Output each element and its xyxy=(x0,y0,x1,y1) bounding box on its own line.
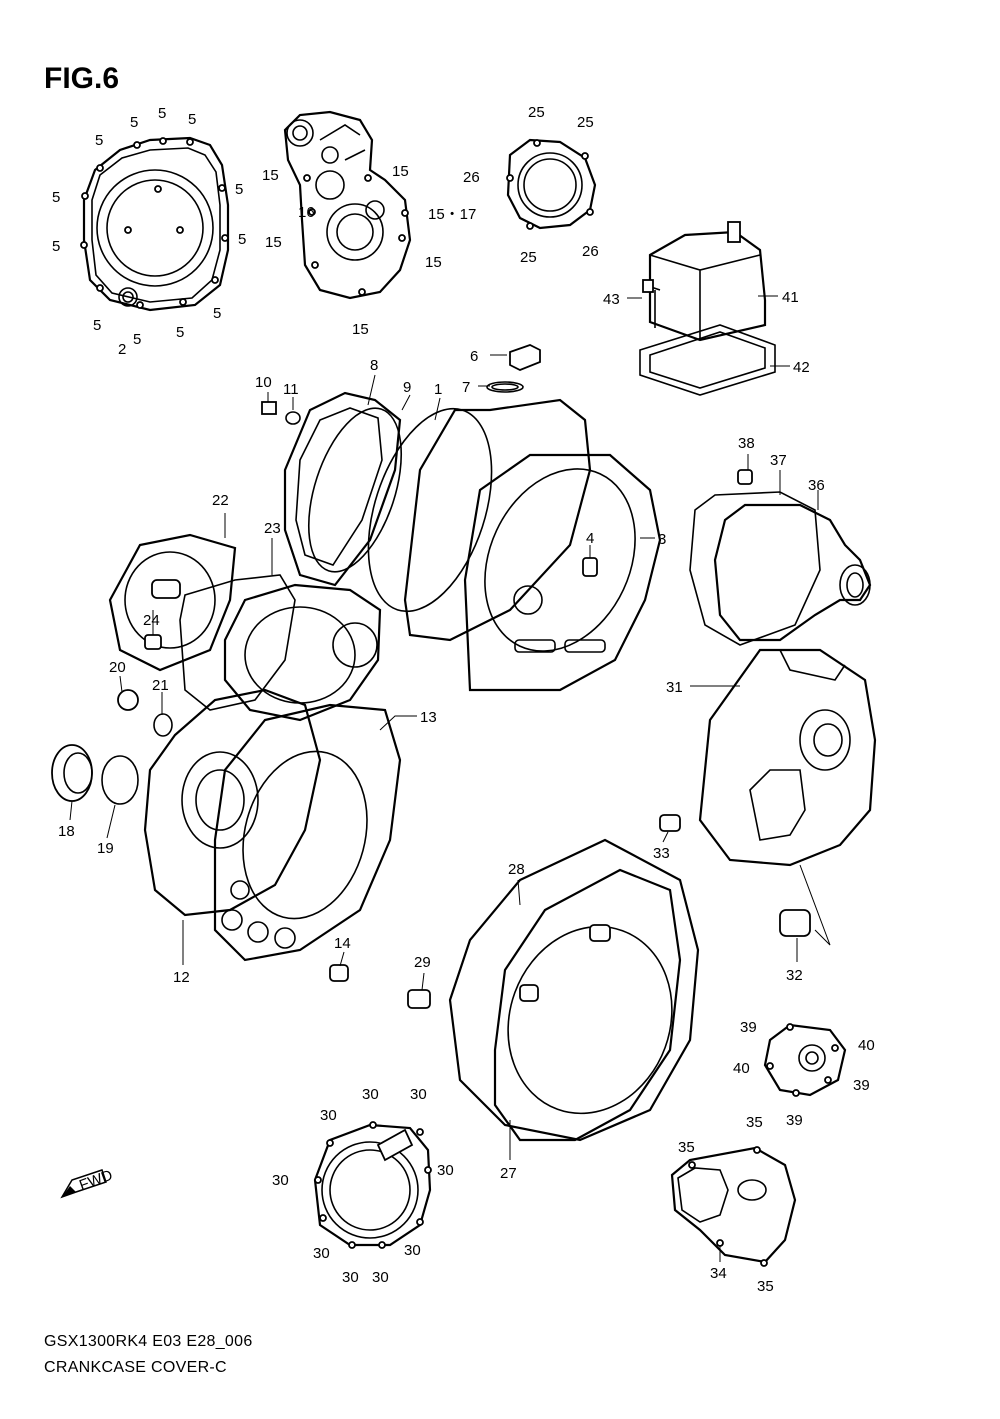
part-label-1: 1 xyxy=(434,381,442,398)
part-label-30: 30 xyxy=(404,1242,421,1259)
part-label-5: 5 xyxy=(238,231,246,248)
part-label-31: 31 xyxy=(666,679,683,696)
part-label-40: 40 xyxy=(858,1037,875,1054)
oil-filler-cap-drawing xyxy=(486,344,541,393)
part-label-30: 30 xyxy=(342,1269,359,1286)
generator-cover-27-drawing xyxy=(407,838,700,1142)
part-label-42: 42 xyxy=(793,359,810,376)
water-pump-cover-drawing xyxy=(689,469,872,646)
part-label-25: 25 xyxy=(577,114,594,131)
part-label-34: 34 xyxy=(710,1265,727,1282)
fwd-arrow-icon: FWD xyxy=(60,1167,115,1199)
part-label-37: 37 xyxy=(770,452,787,469)
part-label-2: 2 xyxy=(118,341,126,358)
part-label-5: 5 xyxy=(188,111,196,128)
crankcase-cover-12-drawing xyxy=(143,688,402,982)
part-label-15: 15 xyxy=(262,167,279,184)
bolt-washer-drawing xyxy=(261,401,301,425)
part-label-33: 33 xyxy=(653,845,670,862)
sensor-cover-drawing xyxy=(763,1023,847,1097)
part-label-43: 43 xyxy=(603,291,620,308)
part-label-30: 30 xyxy=(410,1086,427,1103)
clutch-cover-drawing xyxy=(80,136,230,312)
model-code-label: GSX1300RK4 E03 E28_006 xyxy=(44,1333,253,1350)
part-label-15-17: 15・17 xyxy=(428,206,476,223)
generator-cover-drawing xyxy=(283,110,412,300)
part-label-5: 5 xyxy=(130,114,138,131)
part-label-30: 30 xyxy=(313,1245,330,1262)
part-label-35: 35 xyxy=(746,1114,763,1131)
oil-seals-drawing xyxy=(51,689,173,805)
part-label-25: 25 xyxy=(528,104,545,121)
part-label-32: 32 xyxy=(786,967,803,984)
part-label-26: 26 xyxy=(582,243,599,260)
part-label-29: 29 xyxy=(414,954,431,971)
part-label-23: 23 xyxy=(264,520,281,537)
part-label-19: 19 xyxy=(97,840,114,857)
part-label-5: 5 xyxy=(213,305,221,322)
part-label-39: 39 xyxy=(786,1112,803,1129)
part-label-39: 39 xyxy=(740,1019,757,1036)
part-label-9: 9 xyxy=(403,379,411,396)
part-label-36: 36 xyxy=(808,477,825,494)
part-label-13: 13 xyxy=(420,709,437,726)
part-label-41: 41 xyxy=(782,289,799,306)
figure-title: FIG.6 xyxy=(44,62,120,95)
part-label-22: 22 xyxy=(212,492,229,509)
part-label-16: 16 xyxy=(298,204,315,221)
part-label-30: 30 xyxy=(372,1269,389,1286)
part-label-5: 5 xyxy=(52,189,60,206)
part-label-5: 5 xyxy=(52,238,60,255)
small-cover-drawing xyxy=(506,138,597,230)
part-label-30: 30 xyxy=(362,1086,379,1103)
part-label-10: 10 xyxy=(255,374,272,391)
breather-cover-drawing xyxy=(639,221,776,396)
part-label-5: 5 xyxy=(235,181,243,198)
part-label-4: 4 xyxy=(586,530,594,547)
part-label-35: 35 xyxy=(678,1139,695,1156)
part-label-14: 14 xyxy=(334,935,351,952)
leader-lines xyxy=(69,295,819,1262)
part-label-30: 30 xyxy=(437,1162,454,1179)
part-label-12: 12 xyxy=(173,969,190,986)
part-label-39: 39 xyxy=(853,1077,870,1094)
part-label-5: 5 xyxy=(158,105,166,122)
part-label-40: 40 xyxy=(733,1060,750,1077)
pump-cover-group-drawing xyxy=(108,533,382,722)
part-label-5: 5 xyxy=(95,132,103,149)
cover-34-35-drawing xyxy=(670,1146,797,1267)
part-label-5: 5 xyxy=(176,324,184,341)
part-label-5: 5 xyxy=(133,331,141,348)
section-name-label: CRANKCASE COVER-C xyxy=(44,1359,227,1376)
part-label-15: 15 xyxy=(425,254,442,271)
part-label-27: 27 xyxy=(500,1165,517,1182)
cover-30-drawing xyxy=(313,1121,432,1249)
part-label-8: 8 xyxy=(370,357,378,374)
part-label-28: 28 xyxy=(508,861,525,878)
clutch-housing-group-drawing xyxy=(283,391,662,692)
part-label-26: 26 xyxy=(463,169,480,186)
part-label-30: 30 xyxy=(272,1172,289,1189)
fwd-arrow-label: FWD xyxy=(77,1167,115,1195)
part-label-20: 20 xyxy=(109,659,126,676)
part-label-24: 24 xyxy=(143,612,160,629)
part-label-30: 30 xyxy=(320,1107,337,1124)
part-label-7: 7 xyxy=(462,379,470,396)
part-label-21: 21 xyxy=(152,677,169,694)
part-label-3: 3 xyxy=(658,531,666,548)
part-label-15: 15 xyxy=(265,234,282,251)
part-label-25: 25 xyxy=(520,249,537,266)
part-label-11: 11 xyxy=(283,381,299,398)
part-label-18: 18 xyxy=(58,823,75,840)
part-label-5: 5 xyxy=(93,317,101,334)
part-number-labels: 8 9 1 6 7 10 11 3 4 22 23 24 20 21 18 19… xyxy=(52,104,875,1295)
part-label-15: 15 xyxy=(392,163,409,180)
part-label-35: 35 xyxy=(757,1278,774,1295)
part-label-6: 6 xyxy=(470,348,478,365)
part-label-38: 38 xyxy=(738,435,755,452)
sprocket-cover-drawing xyxy=(659,648,877,946)
part-label-15: 15 xyxy=(352,321,369,338)
